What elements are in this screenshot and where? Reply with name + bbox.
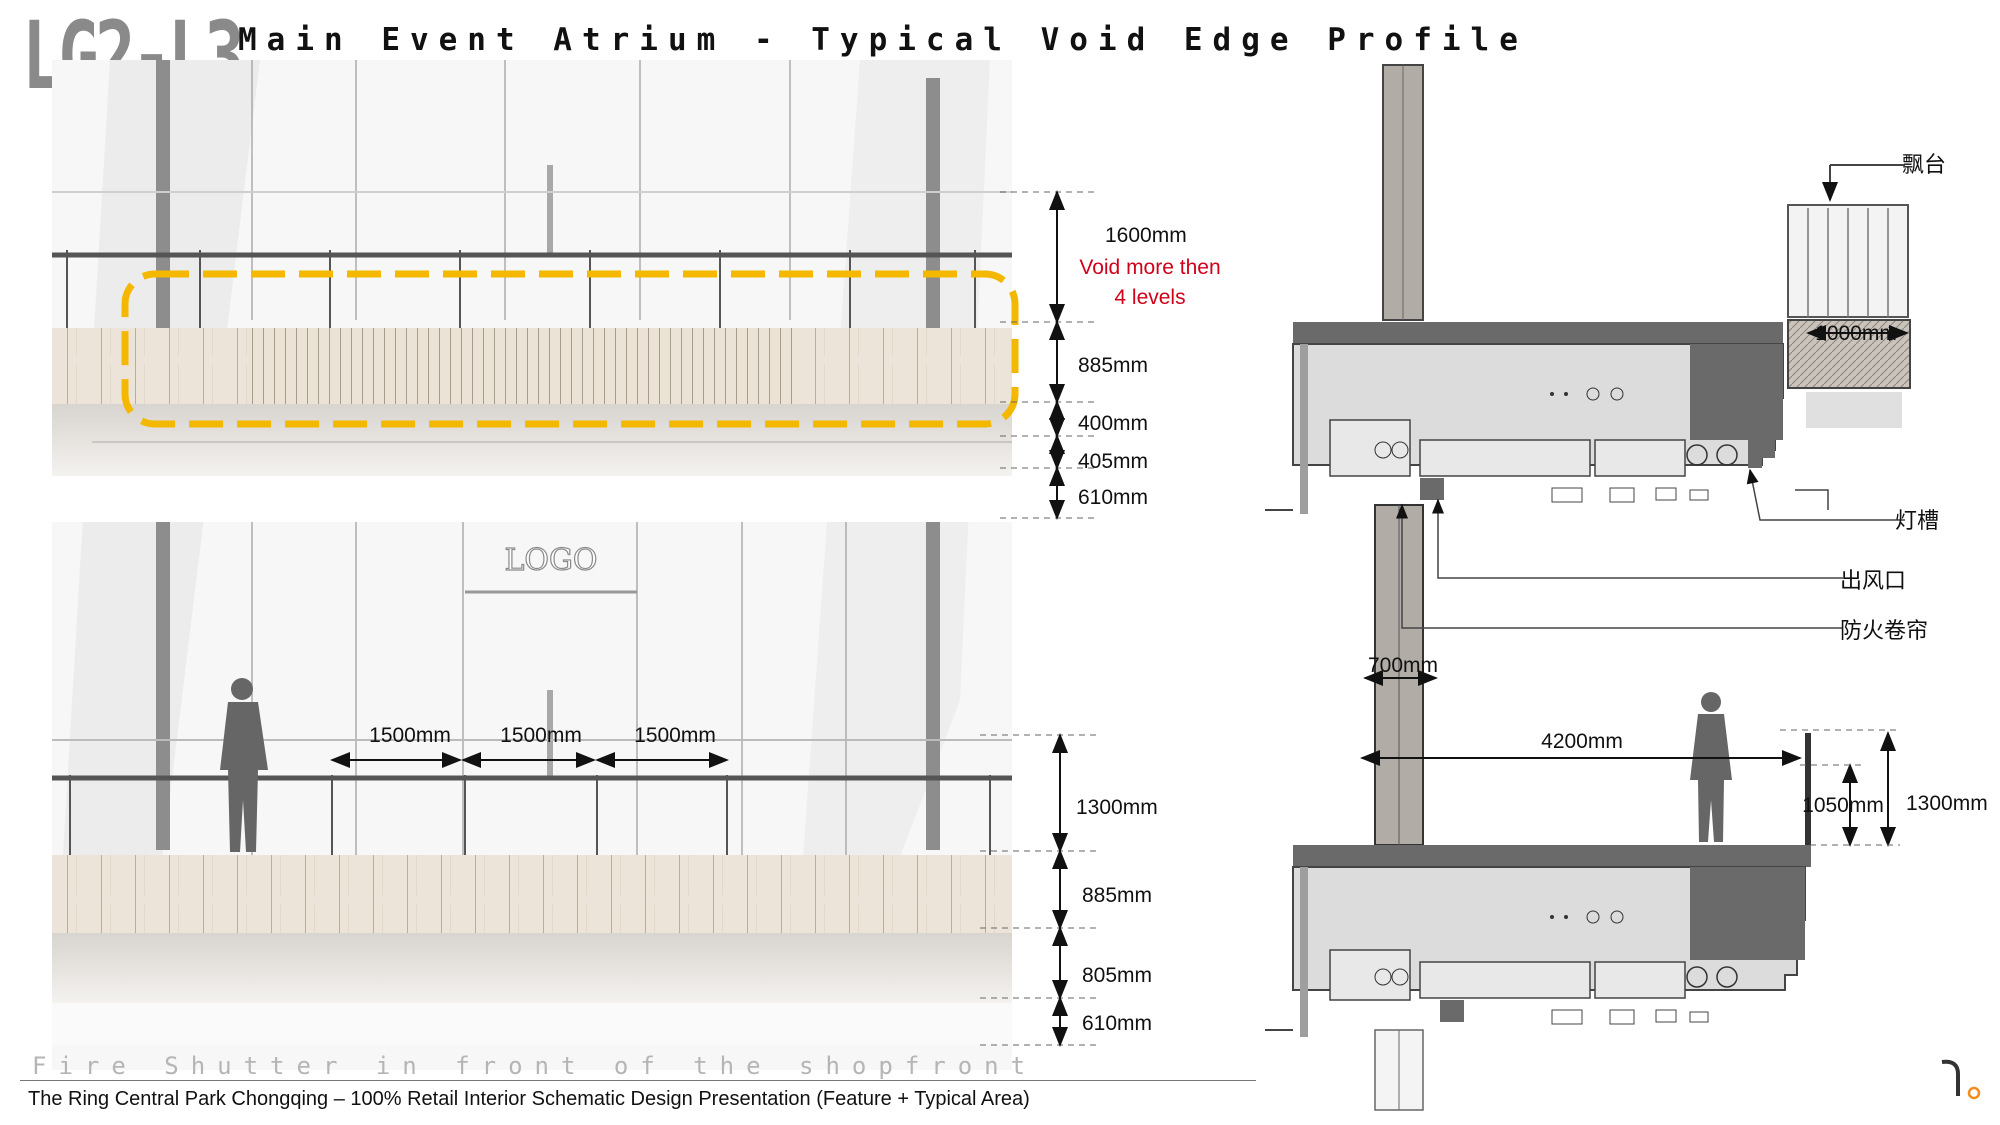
dim-700mm: 700mm: [1368, 654, 1438, 677]
spacing-1500mm-2: 1500mm: [500, 724, 582, 747]
upper-balusters: [66, 250, 976, 328]
footer-divider: [20, 1080, 1256, 1081]
elevation-drawing: LOGO 1600mm: [52, 60, 1221, 1070]
label-fire-shutter: 防火卷帘: [1840, 619, 1928, 644]
drawing-title: Main Event Atrium - Typical Void Edge Pr…: [238, 22, 1528, 58]
label-air-outlet: 出风口: [1840, 569, 1906, 594]
dim-885mm-lower: 885mm: [1082, 884, 1152, 907]
upper-soffit: [52, 476, 1012, 522]
spacing-1500mm-1: 1500mm: [369, 724, 451, 747]
highlight-dashed-box: [121, 270, 1019, 428]
brand-logo-mark: [1941, 1059, 1981, 1100]
dim-610mm-lower: 610mm: [1082, 1012, 1152, 1035]
label-light-slot: 灯槽: [1895, 509, 1939, 534]
dim-1600mm: 1600mm: [1105, 224, 1187, 247]
lower-timber-cladding: [52, 855, 1012, 933]
dim-400mm: 400mm: [1078, 412, 1148, 435]
lower-soffit: [52, 1003, 1012, 1045]
spacing-1500mm-3: 1500mm: [634, 724, 716, 747]
dim-1000mm: 1000mm: [1815, 322, 1897, 345]
lower-slab: [52, 933, 1012, 1003]
door-handle-lower: [547, 690, 553, 778]
dim-4200mm: 4200mm: [1541, 730, 1623, 753]
label-canopy: 飘台: [1902, 153, 1946, 178]
person-silhouette-section: [1690, 692, 1732, 842]
section-dim-lines: [1360, 325, 1909, 847]
void-note-line2: 4 levels: [1114, 286, 1185, 309]
section-leaders: [1396, 468, 1905, 629]
fire-shutter-caption: Fire Shutter in front of the shopfront: [32, 1052, 1038, 1080]
dim-610mm-upper: 610mm: [1078, 486, 1148, 509]
dim-405mm: 405mm: [1078, 450, 1148, 473]
lower-dim-extensions: [980, 734, 1098, 1046]
section-upper-slab: [1293, 322, 1783, 344]
section-lower-slab: [1293, 845, 1811, 867]
upper-slab: [52, 404, 1012, 476]
dim-1050mm: 1050mm: [1802, 794, 1884, 817]
dim-1300mm-section: 1300mm: [1906, 792, 1988, 815]
dim-885mm-upper: 885mm: [1078, 354, 1148, 377]
upper-fine-cladding: [248, 328, 793, 404]
person-silhouette-left: [220, 678, 268, 852]
void-note-line1: Void more then: [1079, 256, 1220, 279]
section-drawing: 1000mm 700mm 4200mm 1050mm 1300mm 飘台 灯槽 …: [1265, 64, 1988, 1111]
section-glass-balustrade: [1805, 733, 1811, 845]
dim-805mm: 805mm: [1082, 964, 1152, 987]
dim-1300mm-lower: 1300mm: [1076, 796, 1158, 819]
footer-text: The Ring Central Park Chongqing – 100% R…: [28, 1088, 1030, 1110]
lower-balusters: [69, 775, 991, 855]
logo-text: LOGO: [504, 543, 597, 578]
door-handle-upper: [547, 165, 553, 255]
